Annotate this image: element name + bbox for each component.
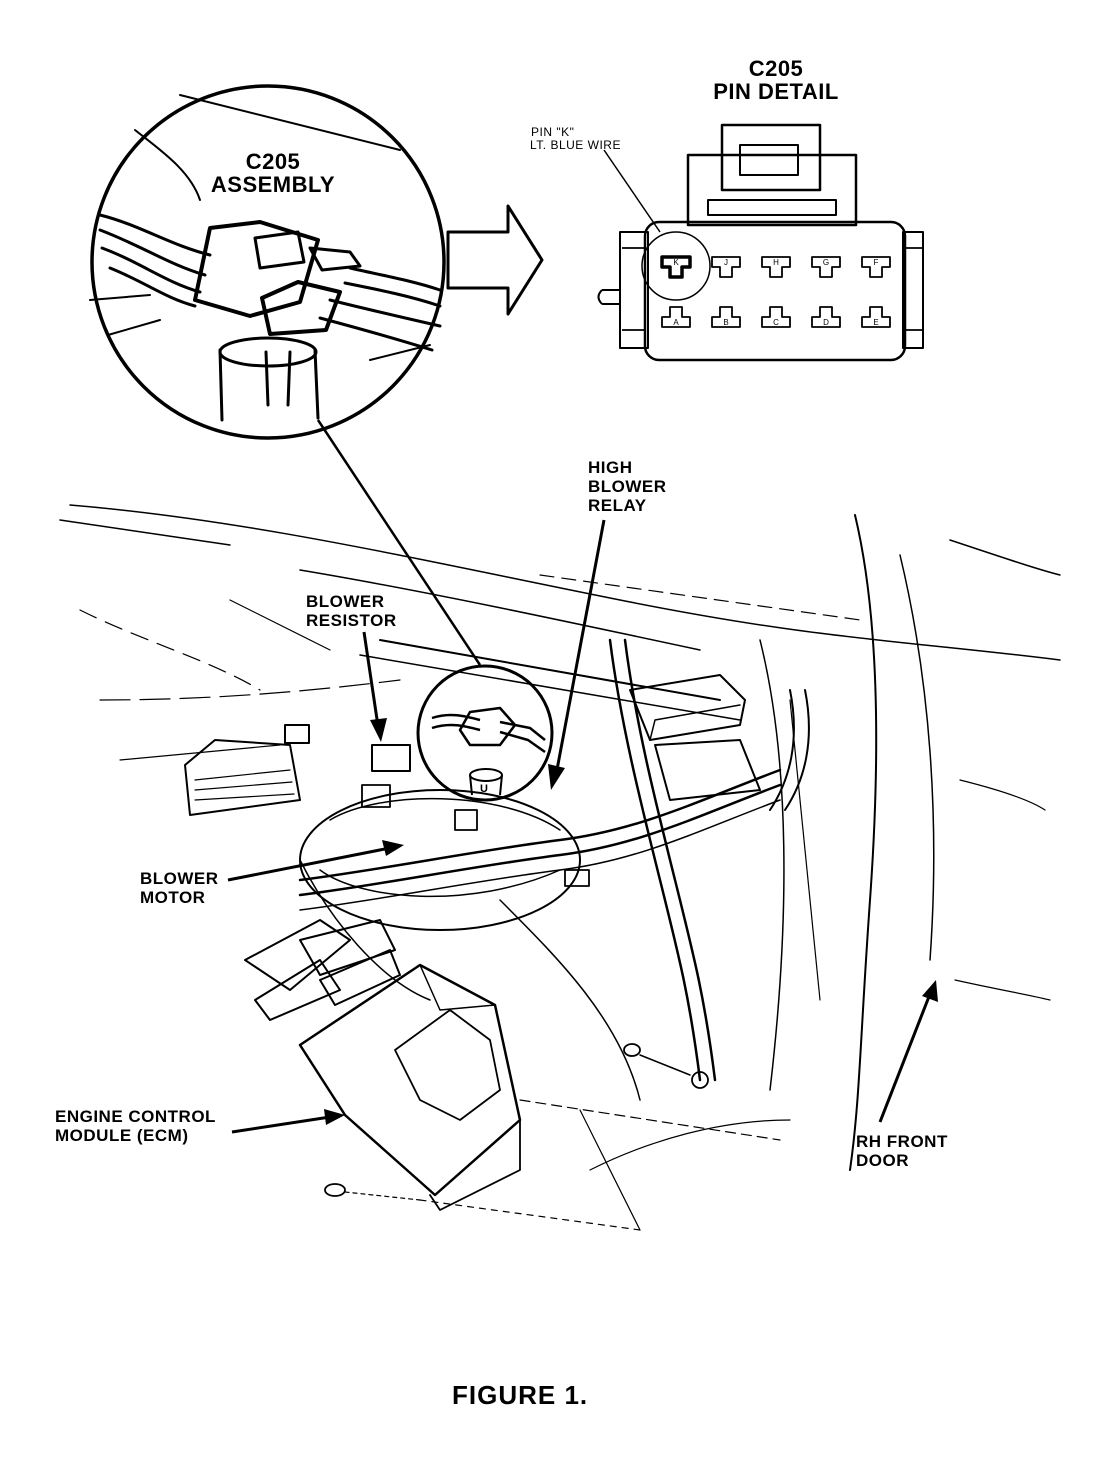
blower-motor-label-line2: MOTOR xyxy=(140,888,206,907)
blower-motor-arrow xyxy=(227,846,391,882)
pin-j-terminal xyxy=(711,256,741,278)
ecm-arrow xyxy=(231,1115,331,1134)
pin-j-label: J xyxy=(724,258,728,267)
ecm-label-line2: MODULE (ECM) xyxy=(55,1126,189,1145)
high-blower-relay-label-line2: BLOWER xyxy=(588,477,667,496)
c205-pin-detail-title: C205 PIN DETAIL xyxy=(696,57,856,103)
ecm-label-line1: ENGINE CONTROL xyxy=(55,1107,216,1126)
pin-k-terminal xyxy=(660,255,692,279)
pin-h-terminal xyxy=(761,256,791,278)
high-blower-relay-label: HIGH BLOWER RELAY xyxy=(588,458,667,515)
c205-leader-line xyxy=(316,419,482,666)
pin-k: K xyxy=(660,255,692,279)
high-blower-relay-arrow xyxy=(554,519,606,776)
c205-assembly-magnifier xyxy=(89,84,446,440)
pin-a-terminal xyxy=(661,306,691,328)
pin-f-label: F xyxy=(874,258,879,267)
pin-e-label: E xyxy=(873,318,878,327)
c205-location-callout xyxy=(416,664,554,802)
high-blower-relay-label-line1: HIGH xyxy=(588,458,633,477)
c205-assembly-label-line1: C205 xyxy=(245,149,301,174)
pin-c-terminal xyxy=(761,306,791,328)
pin-e: E xyxy=(861,306,891,328)
ecm-label: ENGINE CONTROL MODULE (ECM) xyxy=(55,1107,216,1145)
blower-resistor-label: BLOWER RESISTOR xyxy=(306,592,397,630)
pin-j: J xyxy=(711,256,741,278)
blower-motor-label: BLOWER MOTOR xyxy=(140,869,219,907)
c205-pin-detail-connector xyxy=(597,123,924,362)
rh-front-door-label-line2: DOOR xyxy=(856,1151,909,1170)
blower-resistor-arrowhead xyxy=(370,718,387,742)
pin-k-note-line2: LT. BLUE WIRE xyxy=(530,138,621,152)
pin-a: A xyxy=(661,306,691,328)
c205-assembly-label: C205 ASSEMBLY xyxy=(198,150,348,196)
pin-d-label: D xyxy=(823,318,829,327)
pin-h-label: H xyxy=(773,258,779,267)
c205-pin-detail-title-line1: C205 xyxy=(748,56,804,81)
pin-b-terminal xyxy=(711,306,741,328)
rh-front-door-arrowhead xyxy=(922,980,938,1002)
blower-resistor-label-line2: RESISTOR xyxy=(306,611,397,630)
high-blower-relay-label-line3: RELAY xyxy=(588,496,647,515)
pin-b: B xyxy=(711,306,741,328)
pin-k-label: K xyxy=(673,258,679,267)
pin-c: C xyxy=(761,306,791,328)
callout-marker-u: U xyxy=(480,783,489,795)
callout-arrows xyxy=(227,519,938,1134)
blower-resistor-label-line1: BLOWER xyxy=(306,592,385,611)
magnify-arrow xyxy=(446,204,544,316)
ecm-arrowhead xyxy=(324,1109,345,1125)
pin-e-terminal xyxy=(861,306,891,328)
c205-assembly-label-line2: ASSEMBLY xyxy=(210,172,336,197)
pin-h: H xyxy=(761,256,791,278)
c205-pin-detail-title-line2: PIN DETAIL xyxy=(713,79,839,104)
blower-motor-arrowhead xyxy=(382,840,404,856)
blower-resistor-arrow xyxy=(362,631,380,727)
figure-caption: FIGURE 1. xyxy=(452,1380,589,1410)
rh-front-door-arrow xyxy=(878,993,932,1123)
pin-k-note: PIN "K" LT. BLUE WIRE xyxy=(530,126,621,152)
pin-f-terminal xyxy=(861,256,891,278)
pin-k-note-line1: PIN "K" xyxy=(531,125,575,139)
pin-g-label: G xyxy=(823,258,829,267)
blower-motor-label-line1: BLOWER xyxy=(140,869,219,888)
pin-b-label: B xyxy=(723,318,728,327)
rh-front-door-label: RH FRONT DOOR xyxy=(856,1132,948,1170)
pin-f: F xyxy=(861,256,891,278)
pin-c-label: C xyxy=(773,318,779,327)
connector-pin-grid: K J H G F A B C D E xyxy=(660,255,891,328)
pin-g-terminal xyxy=(811,256,841,278)
high-blower-relay-arrowhead xyxy=(548,764,565,790)
pin-d-terminal xyxy=(811,306,841,328)
pin-g: G xyxy=(811,256,841,278)
rh-front-door-label-line1: RH FRONT xyxy=(856,1132,948,1151)
pin-a-label: A xyxy=(673,318,679,327)
pin-d: D xyxy=(811,306,841,328)
